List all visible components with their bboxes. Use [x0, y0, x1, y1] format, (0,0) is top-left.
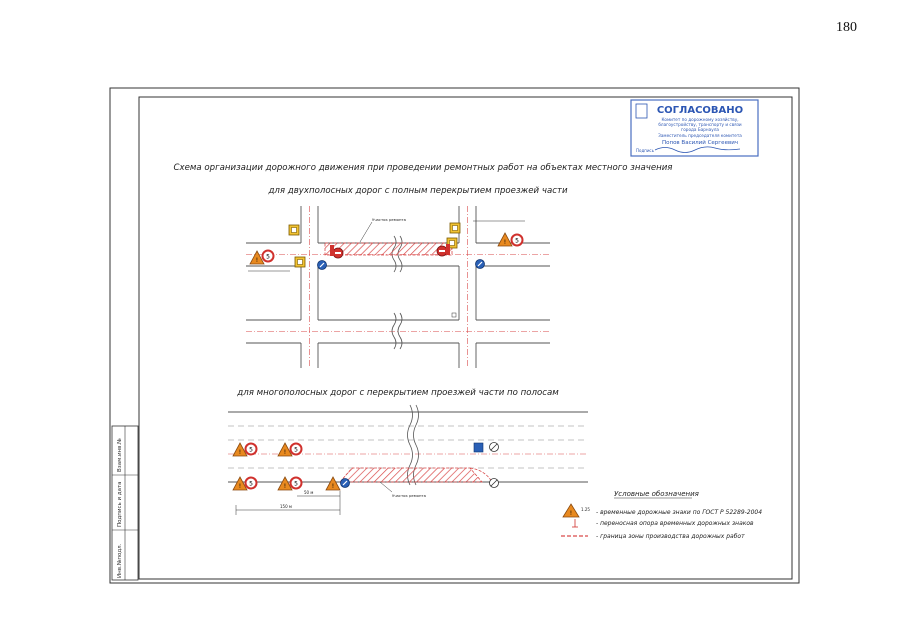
approval-stamp: СОГЛАСОВАНО Комитет по дорожному хозяйст… [630, 99, 759, 157]
signature-scribble [654, 146, 741, 153]
outer-frame [109, 87, 800, 584]
speed-limit-sign-icon [289, 476, 303, 490]
legend-item-pole: - переносная опора временных дорожных зн… [596, 520, 754, 527]
yellow-sign-icon [294, 256, 306, 268]
approval-line-2: благоустройству, транспорту и связи [658, 122, 742, 127]
barrier-icon [330, 245, 334, 256]
svg-text:!: ! [570, 510, 572, 517]
scheme1-signs [248, 220, 525, 318]
lane-shift-sign-icon [339, 477, 351, 489]
legend: Условные обозначения ! 1.25 - временные … [561, 490, 762, 540]
yellow-sign-icon [288, 224, 300, 236]
legend-title: Условные обозначения [614, 490, 699, 498]
detour-sign-icon [316, 259, 328, 271]
approval-line-3: города Барнаула [681, 127, 719, 132]
legend-item-signs: - временные дорожные знаки по ГОСТ Р 522… [596, 509, 762, 516]
main-heading: Схема организации дорожного движения при… [174, 163, 673, 173]
side-stamp: Взам.инв.№ Подпись и дата Инв.№подл. [111, 425, 139, 581]
speed-limit-sign-icon [244, 476, 258, 490]
stamp-col-signature: Подпись и дата [117, 481, 123, 527]
coat-of-arms-icon [635, 103, 648, 119]
speed-limit-sign-icon [244, 442, 258, 456]
road-closed-icon [332, 247, 344, 259]
work-zone-label-2: Участок ремонта [392, 493, 426, 498]
detour-sign-icon [474, 258, 486, 270]
lane-info-sign-icon [473, 442, 484, 453]
scheme2-signs [232, 442, 499, 515]
road-closed-icon [436, 245, 448, 257]
speed-limit-sign-icon [289, 442, 303, 456]
approval-signature-label: Подпись [636, 148, 655, 153]
work-zone-1 [324, 242, 453, 256]
road-work-sign-icon [562, 503, 580, 518]
scheme2-heading: для многополосных дорог с перекрытием пр… [236, 388, 559, 398]
road-work-sign-icon [325, 476, 341, 491]
dimension-label-150: 150 м [280, 504, 292, 509]
approval-title: СОГЛАСОВАНО [657, 105, 743, 116]
stamp-col-replace: Взам.инв.№ [117, 438, 123, 472]
stamp-col-inventory: Инв.№подл. [117, 543, 123, 578]
approval-line-5: Попов Василий Сергеевич [662, 139, 738, 146]
work-zone-label-1: Участок ремонта [372, 217, 406, 222]
speed-limit-sign-icon [510, 233, 524, 247]
scheme1-heading: для двухполосных дорог с полным перекрыт… [267, 186, 567, 196]
speed-limit-sign-icon [261, 249, 275, 263]
sign-marker-icon [451, 312, 457, 318]
work-zone-2 [339, 467, 483, 483]
approval-line-4: Заместитель председателя комитета [658, 133, 742, 138]
barrier-icon [446, 244, 450, 255]
road-work-sign-icon [497, 232, 513, 247]
legend-item-code: 1.25 [581, 507, 590, 512]
approval-line-1: Комитет по дорожному хозяйству, [661, 117, 738, 122]
dimension-label-50: 50 м [304, 490, 313, 495]
legend-item-boundary: - граница зоны производства дорожных раб… [596, 533, 745, 540]
page-number: 180 [836, 20, 857, 35]
yellow-sign-icon [449, 222, 461, 234]
inner-frame [138, 96, 793, 580]
